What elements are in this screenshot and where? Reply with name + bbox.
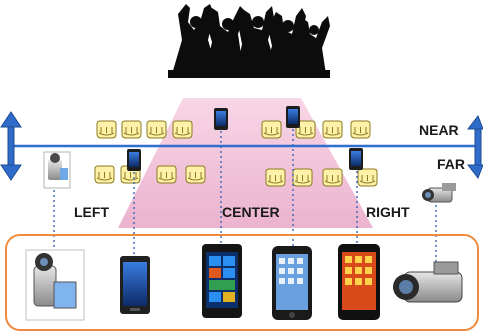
near-label: NEAR [419,122,459,138]
double-headed-vertical-arrow-icon-right [466,114,483,180]
left-label: LEFT [74,204,109,220]
smartphone-icon-slim [120,256,150,314]
camcorder-icon-large-right [393,261,463,303]
dancing-crowd-silhouette-icon [168,4,330,78]
camcorder-icon-left-small [43,151,71,189]
smartphone-icon-iphone [272,246,312,320]
double-headed-vertical-arrow-icon-left [0,111,22,181]
devices-box [5,234,479,331]
smartphone-icon-center-near-2 [286,106,300,128]
camcorder-icon-large-left [25,249,85,321]
smartphone-icon-android [338,244,380,320]
smartphone-icon-left-far [127,149,141,171]
smartphone-icon-tiles [202,244,242,318]
right-label: RIGHT [366,204,410,220]
smartphone-icon-right-far [349,148,363,170]
smartphone-icon-center-near [214,108,228,130]
far-label: FAR [437,156,465,172]
center-label: CENTER [222,204,280,220]
camcorder-icon-right-small [422,183,456,203]
dotted-connectors [53,129,437,262]
